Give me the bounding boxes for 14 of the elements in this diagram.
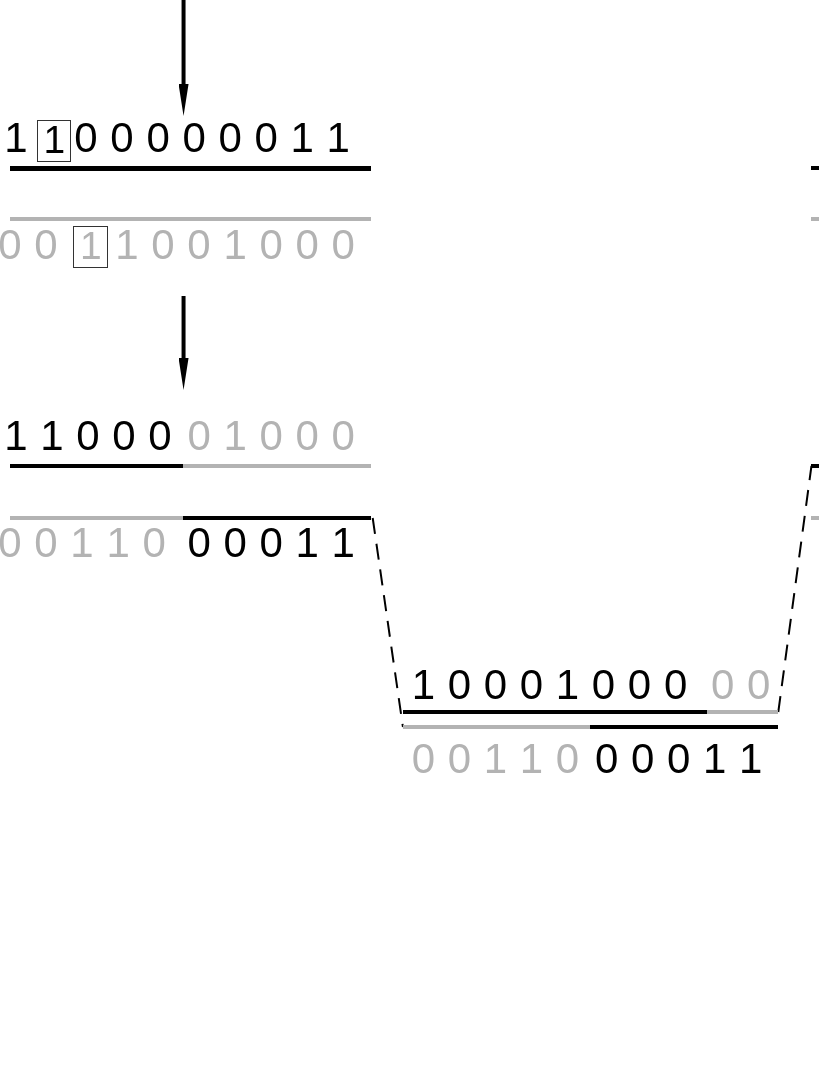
bit-string: 1 0 0 0 1 0 0 0 [411, 664, 688, 706]
bit-string: 1 0 0 1 0 0 0 [115, 224, 356, 266]
bit-string: 0 0 0 1 1 [595, 738, 763, 780]
bit-string: 0 0 0 1 1 [187, 522, 356, 564]
bit-string: 0 0 0 0 0 0 1 1 [74, 117, 351, 159]
highlighted-bit: 1 [73, 226, 109, 268]
bit-string: 0 0 [711, 664, 771, 706]
bit-string: 0 0 [0, 224, 59, 266]
bit-string: 1 1 0 0 0 [4, 415, 173, 457]
bit-string: 0 1 0 0 0 [187, 415, 356, 457]
bit-string: 1 [4, 117, 28, 159]
bit-string: 0 0 1 1 0 [411, 738, 580, 780]
bit-string: 0 0 1 1 0 [0, 522, 167, 564]
highlighted-bit: 1 [37, 120, 72, 162]
